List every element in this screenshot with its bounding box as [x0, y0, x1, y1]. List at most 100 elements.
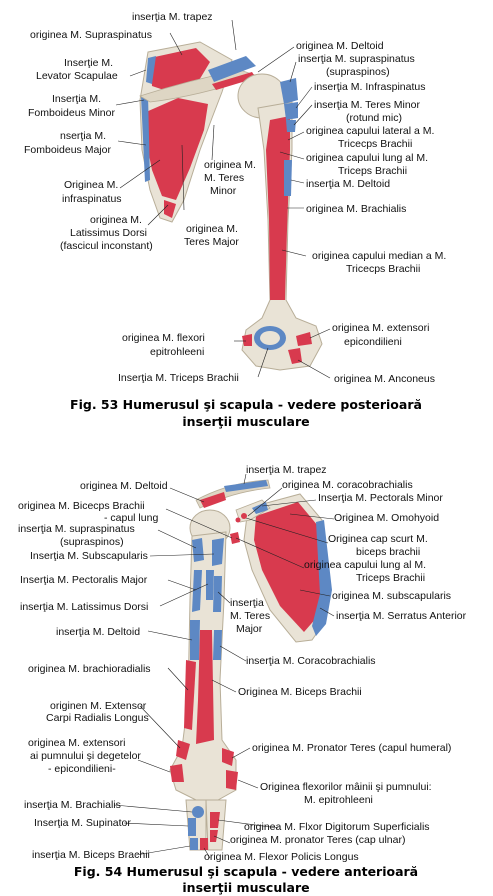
fig53-labels: inserţia M. trapez originea M. Supraspin… — [24, 11, 446, 385]
fds-origin-area — [210, 812, 220, 828]
fig54-label-pronator-ulnar-origin: originea M. pronator Teres (cap ulnar) — [230, 834, 405, 846]
fig54-label-extensor-origin-1: originea M. extensori — [28, 737, 125, 749]
fig54-caption-subtitle: inserţii musculare — [182, 880, 309, 895]
fig53-label-flexor-origin-2: epitrohleeni — [150, 346, 204, 358]
fig53-label-teres-minor-insertion-1: inserţia M. Teres Minor — [314, 99, 421, 111]
extensor-common-origin-area — [170, 764, 184, 782]
teres-major-insertion-area — [213, 576, 222, 612]
fig53-label-rhomboid-major-1: nserţia M. — [60, 130, 106, 142]
fig54-label-teres-major-insertion-3: Major — [236, 623, 263, 635]
fig54-label-brachialis-insertion: inserţia M. Brachialis — [24, 799, 121, 811]
infraspinatus-insertion-area — [284, 102, 298, 120]
latissimus-dorsi-origin-area — [164, 200, 176, 218]
deltoid-origin-strip — [212, 72, 256, 90]
fig54-label-trapezius-insertion: inserţia M. trapez — [246, 464, 327, 476]
rhomboid-insertion-strip — [141, 94, 150, 182]
levator-scapulae-insertion-area — [146, 56, 156, 84]
brachioradialis-origin-area — [184, 660, 196, 730]
biceps-short-head-origin-area — [241, 513, 247, 519]
fig53-caption-subtitle: inserţii musculare — [182, 414, 309, 429]
fpl-origin-area — [200, 838, 208, 850]
extensor-carpi-radialis-origin-area — [176, 740, 190, 760]
fig53-label-teres-minor-insertion-2: (rotund mic) — [346, 112, 402, 124]
trapezius-insertion-area — [208, 56, 256, 82]
fig53-label-deltoid-insertion: inserţia M. Deltoid — [306, 178, 390, 190]
trapezius-insertion-anterior — [224, 480, 268, 492]
brachialis-insertion-area — [192, 806, 204, 818]
fig53-label-supraspinatus-insertion-1: inserţia M. supraspinatus — [298, 53, 415, 65]
fig54-label-subscapularis-insertion: Inserţia M. Subscapularis — [30, 550, 148, 562]
fig53-label-triceps-median-origin-1: originea capului median a M. — [312, 250, 446, 262]
subscapularis-insertion-area — [212, 538, 224, 566]
flexor-common-origin-area — [226, 770, 238, 790]
supraspinatus-insertion-area — [280, 78, 298, 104]
fig53-label-triceps-lateral-origin-1: originea capului lateral a M. — [306, 125, 434, 137]
fig53-label-anconeus-origin: originea M. Anconeus — [334, 373, 435, 385]
fig54-label-deltoid-origin: originea M. Deltoid — [80, 480, 168, 492]
fig54-label-biceps-origin: Originea M. Biceps Brachii — [238, 686, 362, 698]
fig53-label-infraspinatus-origin-1: Originea M. — [64, 179, 118, 191]
serratus-anterior-insertion-area — [312, 520, 332, 636]
fig53-label-rhomboid-minor-1: Inserţia M. — [52, 93, 101, 105]
fig54-label-ecrl-origin-2: Carpi Radialis Longus — [46, 712, 149, 724]
humerus-posterior — [237, 73, 323, 371]
deltoid-origin-anterior — [200, 492, 226, 508]
fig54-leader-lines — [113, 473, 335, 859]
fig54-label-biceps-short-origin-1: Originea cap scurt M. — [328, 533, 428, 545]
fig53-label-latissimus-origin-3: (fascicul inconstant) — [60, 240, 153, 252]
fig53-leader-lines — [115, 19, 331, 379]
figure-53-posterior: inserţia M. trapez originea M. Supraspin… — [24, 11, 446, 429]
fig53-label-deltoid-origin: originea M. Deltoid — [296, 40, 384, 52]
fig54-label-triceps-long-origin-1: originea capului lung al M. — [304, 559, 426, 571]
fig53-label-teres-major-origin-1: originea M. — [186, 223, 238, 235]
fig54-label-extensor-origin-2: ai pumnului şi degetelor — [30, 750, 141, 762]
fig54-label-fds-origin: originea M. Flxor Digitorum Superficiali… — [244, 821, 430, 833]
fig54-label-deltoid-insertion: inserţia M. Deltoid — [56, 626, 140, 638]
fig54-label-coracobrachialis-insertion: inserţia M. Coracobrachialis — [246, 655, 376, 667]
fig54-label-pectoralis-major-insertion: Inserţia M. Pectoralis Major — [20, 574, 148, 586]
fig53-label-triceps-long-origin-1: originea capului lung al M. — [306, 152, 428, 164]
fig54-label-pectoralis-minor-insertion: Inserţia M. Pectorals Minor — [318, 492, 443, 504]
pronator-teres-humeral-origin-area — [222, 748, 234, 766]
deltoid-insertion-area — [284, 160, 292, 196]
fig53-label-rhomboid-minor-2: Fomboideus Minor — [28, 107, 115, 119]
fig53-label-trapezius-insertion: inserţia M. trapez — [132, 11, 213, 23]
scapula-posterior — [139, 41, 260, 223]
fig54-label-fpl-origin: originea M. Flexor Policis Longus — [204, 851, 359, 863]
fig53-label-teres-minor-origin-2: M. Teres — [204, 172, 244, 184]
biceps-insertion-area — [190, 838, 198, 850]
pectoralis-minor-insertion-area — [252, 502, 268, 514]
fig53-label-supraspinatus-origin: originea M. Supraspinatus — [30, 29, 152, 41]
fig54-label-flexor-origin-2: M. epitrohleeni — [304, 794, 373, 806]
fig53-label-triceps-insertion: Inserţia M. Triceps Brachii — [118, 372, 239, 384]
supraspinatus-insertion-anterior — [192, 538, 204, 562]
fig54-label-subscapularis-origin: originea M. subscapularis — [332, 590, 451, 602]
fig54-label-brachioradialis-origin: originea M. brachioradialis — [28, 663, 151, 675]
fig54-label-serratus-insertion: inserţia M. Serratus Anterior — [336, 610, 467, 622]
fig53-label-levator-insertion-2: Levator Scapulae — [36, 70, 118, 82]
fig53-label-infraspinatus-origin-2: infraspinatus — [62, 193, 122, 205]
fig54-label-biceps-long-origin-1: originea M. Bicecps Brachii — [18, 500, 145, 512]
fig54-label-supraspinatus-insertion-2: (supraspinos) — [60, 536, 124, 548]
extensor-origin-area-posterior — [296, 332, 312, 346]
teres-minor-insertion-area — [286, 120, 296, 132]
fig53-label-flexor-origin-1: originea M. flexori — [122, 332, 205, 344]
fig53-label-triceps-median-origin-2: Tricecps Brachii — [346, 263, 420, 275]
fig53-caption-title: Fig. 53 Humerusul şi scapula - vedere po… — [70, 397, 422, 412]
flexor-origin-area-posterior — [242, 334, 252, 346]
fig53-label-teres-major-origin-2: Teres Major — [184, 236, 239, 248]
fig54-label-supraspinatus-insertion-1: inserţia M. supraspinatus — [18, 523, 135, 535]
fig54-label-supinator-insertion: Inserţia M. Supinator — [34, 817, 131, 829]
fig53-label-latissimus-origin-1: originea M. — [90, 214, 142, 226]
fig54-label-teres-major-insertion-2: M. Teres — [230, 610, 270, 622]
pectoralis-major-insertion-area — [192, 570, 202, 612]
triceps-long-head-origin-anterior — [230, 532, 240, 544]
fig54-label-biceps-long-origin-2: - capul lung — [104, 512, 158, 524]
fig53-label-extensor-origin-1: originea M. extensori — [332, 322, 429, 334]
fig54-label-pronator-humeral-origin: originea M. Pronator Teres (capul humera… — [252, 742, 451, 754]
deltoid-insertion-anterior — [190, 620, 200, 660]
fig53-label-triceps-lateral-origin-2: Tricecps Brachii — [338, 138, 412, 150]
coracobrachialis-insertion-area — [213, 630, 222, 660]
fig54-label-biceps-insertion: inserţia M. Biceps Brachii — [32, 849, 150, 861]
